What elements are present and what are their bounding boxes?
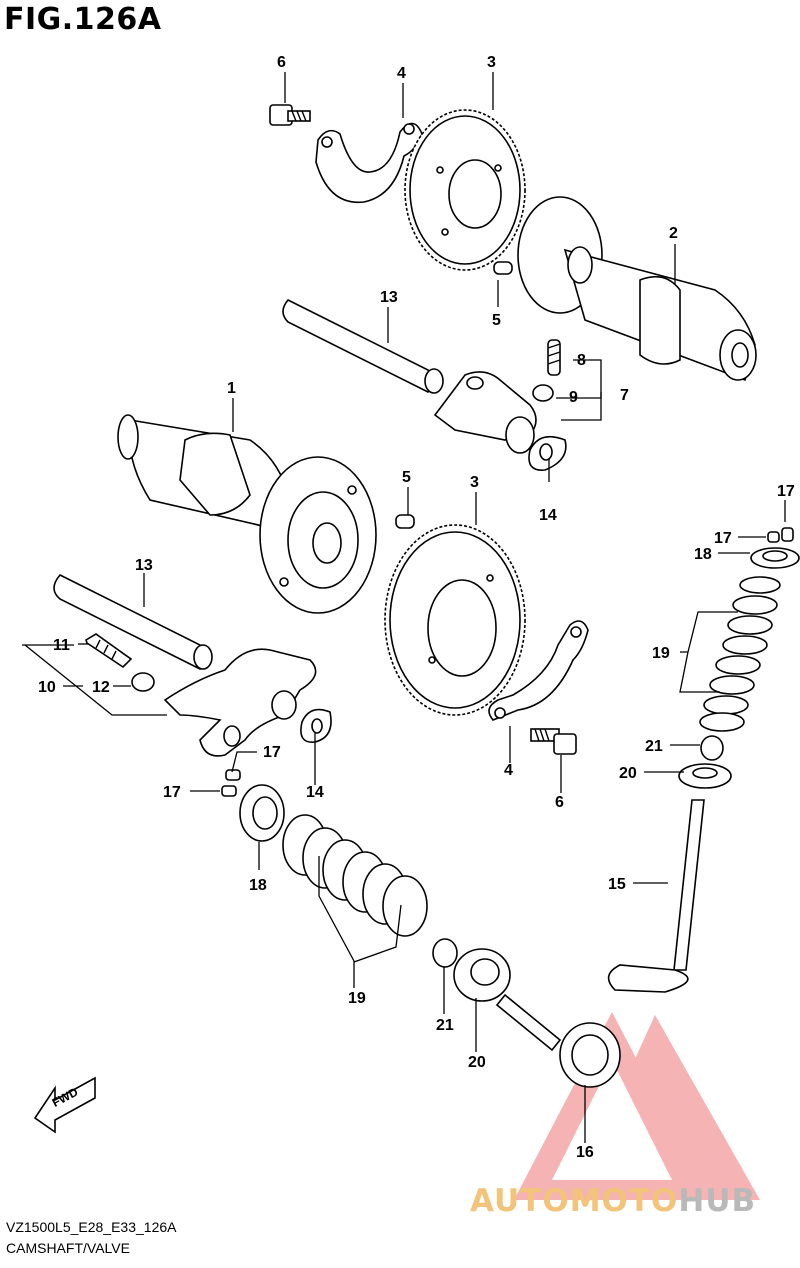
gear-3-top bbox=[404, 109, 526, 271]
adjust-screw-8 bbox=[547, 339, 561, 376]
callout-13: 13 bbox=[135, 557, 153, 574]
callout-18: 18 bbox=[249, 877, 267, 894]
dowel-5-top bbox=[493, 261, 513, 275]
lock-nut-9 bbox=[532, 384, 554, 402]
callout-1: 1 bbox=[227, 380, 236, 397]
callout-14: 14 bbox=[539, 507, 557, 524]
callout-16: 16 bbox=[576, 1144, 594, 1161]
callout-19: 19 bbox=[348, 990, 366, 1007]
callout-5: 5 bbox=[492, 312, 501, 329]
bolt-6-mid bbox=[530, 728, 577, 755]
bracket-4-mid bbox=[488, 620, 589, 721]
callout-11: 11 bbox=[53, 637, 70, 654]
valve-spring-19-lower bbox=[282, 814, 428, 937]
callout-9: 9 bbox=[569, 389, 578, 406]
valve-15 bbox=[607, 799, 705, 993]
callout-3: 3 bbox=[470, 474, 479, 491]
callout-17: 17 bbox=[714, 530, 732, 547]
callout-10: 10 bbox=[38, 679, 56, 696]
callout-3: 3 bbox=[487, 54, 496, 71]
leader-lines bbox=[22, 72, 786, 1143]
callouts: 6 4 3 2 5 13 8 9 7 1 14 5 3 17 17 18 13 … bbox=[38, 54, 795, 1161]
callout-13: 13 bbox=[380, 289, 398, 306]
valve-spring-19-upper bbox=[699, 576, 781, 732]
callout-18: 18 bbox=[694, 546, 712, 563]
callout-20: 20 bbox=[619, 765, 637, 782]
rocker-arm-7 bbox=[433, 371, 537, 454]
callout-20: 20 bbox=[468, 1054, 486, 1071]
camshaft-1 bbox=[117, 414, 377, 614]
valve-cotter-17-upper bbox=[767, 527, 794, 543]
callout-12: 12 bbox=[92, 679, 110, 696]
rocker-shaft-13-top bbox=[282, 299, 444, 394]
adjust-screw-11 bbox=[85, 633, 133, 669]
spring-retainer-18-lower bbox=[239, 784, 285, 842]
callout-6: 6 bbox=[277, 54, 286, 71]
dowel-5-mid bbox=[395, 514, 415, 529]
rocker-shaft-13-bottom bbox=[53, 574, 213, 670]
callout-17: 17 bbox=[777, 483, 795, 500]
camshaft-2 bbox=[517, 196, 757, 382]
figure-caption: CAMSHAFT/VALVE bbox=[6, 1240, 130, 1256]
watermark-text: AUTOMOTOHUB bbox=[470, 1183, 756, 1219]
gear-3-mid bbox=[384, 524, 526, 716]
watermark-logo bbox=[514, 1012, 760, 1200]
callout-4: 4 bbox=[504, 762, 513, 779]
stem-seal-21-lower bbox=[432, 938, 458, 968]
spring-seat-20-lower bbox=[453, 948, 511, 1002]
callout-21: 21 bbox=[645, 738, 663, 755]
callout-2: 2 bbox=[669, 225, 678, 242]
valve-16 bbox=[495, 993, 621, 1088]
callout-8: 8 bbox=[577, 352, 586, 369]
rocker-arm-10 bbox=[163, 648, 317, 757]
callout-17: 17 bbox=[263, 744, 281, 761]
valve-cotter-17-lower bbox=[221, 769, 241, 797]
washer-14-top bbox=[528, 435, 567, 471]
stem-seal-21-upper bbox=[700, 735, 724, 761]
callout-6: 6 bbox=[555, 794, 564, 811]
callout-7: 7 bbox=[620, 387, 629, 404]
callout-17: 17 bbox=[163, 784, 181, 801]
spring-seat-20-upper bbox=[678, 763, 732, 789]
callout-19: 19 bbox=[652, 645, 670, 662]
callout-4: 4 bbox=[397, 65, 406, 82]
watermark-text-part2: HUB bbox=[678, 1183, 757, 1219]
callout-5: 5 bbox=[402, 469, 411, 486]
forward-arrow-icon: FWD bbox=[33, 1076, 96, 1134]
bracket-4-top bbox=[315, 122, 423, 204]
washer-14-bottom bbox=[300, 708, 332, 743]
lock-nut-12 bbox=[131, 672, 155, 692]
figure-title: FIG.126A bbox=[4, 2, 162, 37]
callout-21: 21 bbox=[436, 1017, 454, 1034]
callout-14: 14 bbox=[306, 784, 324, 801]
model-code: VZ1500L5_E28_E33_126A bbox=[6, 1219, 177, 1235]
watermark-text-part1: AUTOMOTO bbox=[470, 1183, 679, 1219]
bolt-6-top bbox=[269, 104, 311, 126]
spring-retainer-18-upper bbox=[750, 547, 800, 569]
callout-15: 15 bbox=[608, 876, 626, 893]
